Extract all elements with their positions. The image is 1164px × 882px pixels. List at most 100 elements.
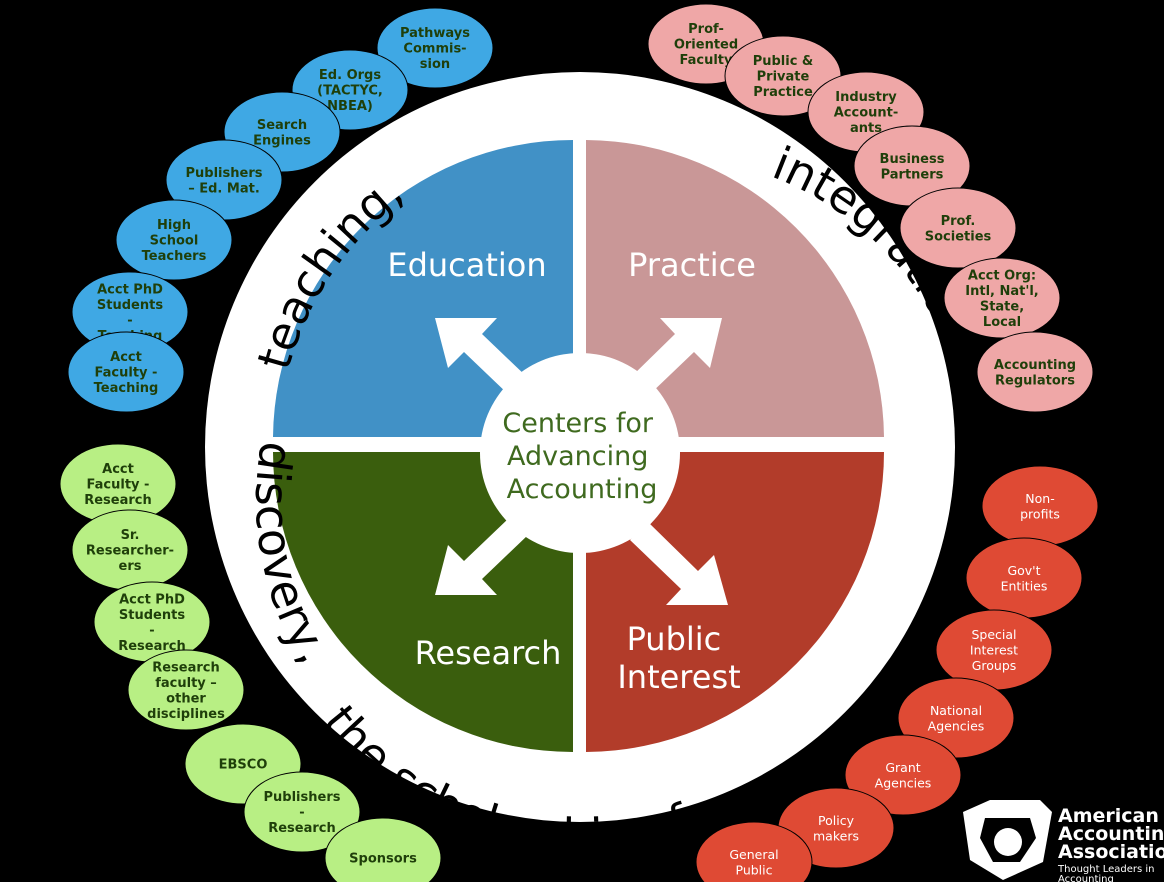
bubble-label-line: Groups [972, 658, 1017, 673]
bubble-label-line: ers [119, 559, 142, 574]
bubble-label-line: Engines [253, 133, 311, 148]
bubble-label-line: Sr. [121, 528, 140, 543]
quadrant-label-research: Research [415, 634, 562, 672]
bubble-label-line: Private [757, 70, 810, 85]
bubble-label-line: Students [97, 298, 163, 313]
bubble-label-line: Entities [1001, 578, 1048, 593]
center-circle [480, 353, 680, 553]
bubble-label-line: Researcher- [86, 544, 174, 559]
bubble-shape [324, 817, 442, 882]
bubble-label-line: - [299, 806, 304, 821]
bubble-label-line: NBEA) [327, 99, 373, 114]
bubble-shape [243, 771, 361, 853]
bubble-label-line: EBSCO [219, 758, 268, 773]
bubble-shape [844, 734, 962, 816]
quadrant-label-practice: Practice [628, 246, 756, 284]
bubble-label-line: Societies [925, 229, 992, 244]
bubble-label-line: disciplines [147, 707, 225, 722]
bubble-label-line: Industry [835, 90, 897, 105]
bubble-shape [976, 331, 1094, 413]
bubble-shape [115, 199, 233, 281]
bubble-label-line: High [157, 218, 191, 233]
bubble-label: Non-profits [1020, 491, 1060, 522]
bubble-label-line: – Ed. Mat. [188, 181, 260, 196]
bubble-label-line: Agencies [875, 775, 932, 790]
arrow-research [435, 517, 528, 595]
bubble-label-line: Grant [885, 760, 920, 775]
quadrant-label-education: Education [387, 246, 546, 284]
bubble-label: Ed. Orgs(TACTYC,NBEA) [317, 68, 383, 114]
bubble-label-line: Research [118, 639, 186, 654]
research-bubble: Sponsors [324, 817, 442, 882]
bubble-label-line: Non- [1025, 491, 1054, 506]
bubble-label-line: Gov't [1007, 563, 1040, 578]
aaa-logo-icon [963, 800, 1052, 880]
bubble-label-line: Special [971, 627, 1016, 642]
bubble-label-line: Business [880, 152, 945, 167]
bubble-label-line: Sponsors [349, 852, 417, 867]
arrow-public-interest [630, 522, 728, 605]
bubble-shape [127, 649, 245, 731]
bubble-label-line: Agencies [928, 718, 985, 733]
bubble-label-line: Publishers [186, 166, 263, 181]
quadrant-research [273, 452, 573, 752]
bubble-label-line: ants [850, 121, 882, 136]
public-interest-bubble: Non-profits [981, 465, 1099, 547]
bubble-shape [899, 187, 1017, 269]
bubble-label-line: (TACTYC, [317, 84, 383, 99]
bubble-label-line: Research [152, 660, 220, 675]
bubble-label-line: Faculty [680, 53, 734, 68]
bubble-label-line: Faculty - [87, 478, 150, 493]
bubble-label-line: Ed. Orgs [319, 68, 381, 83]
bubble-label: Prof.Societies [925, 214, 992, 245]
bubble-label-line: Acct PhD [119, 592, 185, 607]
logo-name: American Accounting Association [1058, 805, 1164, 863]
bubble-label-line: School [150, 234, 199, 249]
bubble-label-line: sion [420, 57, 450, 72]
bubble-label-line: Acct [102, 462, 134, 477]
practice-bubble: Acct Org:Intl, Nat'l,State,Local [943, 257, 1061, 339]
quadrant-public-interest [586, 452, 884, 752]
bubble-label-line: Prof. [941, 214, 976, 229]
bubble-label-line: Regulators [995, 373, 1075, 388]
quadrant-label-public-interest: Public Interest [617, 620, 740, 696]
bubble-label-line: Practice [753, 85, 813, 100]
center-label: Centers for Advancing Accounting [502, 408, 661, 505]
bubble-label: Sponsors [349, 852, 417, 867]
bubble-label-line: Public & [753, 54, 814, 69]
bubble-shape [943, 257, 1061, 339]
practice-bubble: Prof.Societies [899, 187, 1017, 269]
research-bubble: Sr.Researcher-ers [71, 509, 189, 591]
bubble-label: Publishers– Ed. Mat. [186, 166, 263, 197]
bubble-label-line: Research [84, 493, 152, 508]
bubble-label-line: profits [1020, 506, 1060, 521]
bubble-label-line: Pathways [400, 26, 470, 41]
arrows [435, 318, 728, 605]
bubble-label-line: Acct Org: [968, 268, 1036, 283]
bubble-label-line: other [166, 691, 206, 706]
bubble-label-line: Interest [970, 643, 1018, 658]
arrow-education [435, 318, 528, 396]
